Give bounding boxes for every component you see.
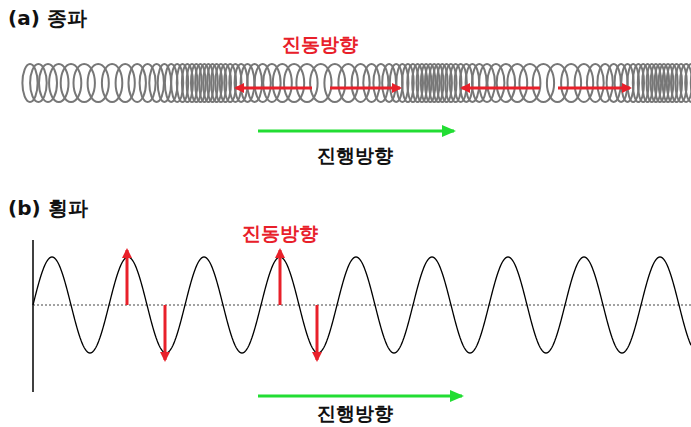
coil-loop [273, 64, 292, 102]
coil-loop [575, 64, 594, 102]
coil-loop [352, 64, 370, 102]
panel-label: (b) 횡파 [8, 196, 88, 220]
spring-coil [22, 64, 691, 102]
coil-loop [149, 64, 164, 102]
panel-label: (a) 종파 [8, 6, 87, 30]
coil-loop [61, 64, 82, 102]
oscillation-label: 진동방향 [242, 222, 318, 245]
coil-loop [49, 64, 68, 102]
oscillation-arrows [127, 250, 317, 360]
coil-loop [373, 64, 388, 102]
coil-loop [129, 64, 146, 102]
coil-loop [587, 64, 604, 102]
propagation-label: 진행방향 [317, 144, 393, 167]
oscillation-arrows [236, 87, 630, 90]
propagation-arrow [258, 395, 462, 398]
coil-loop [497, 64, 515, 102]
oscillation-label: 진동방향 [282, 33, 358, 56]
coil-loop [507, 64, 527, 102]
equilibrium-line [33, 305, 691, 306]
axis-line [32, 240, 34, 392]
propagation-arrow [258, 130, 454, 133]
coil-loop [296, 64, 317, 102]
coil-loop [363, 64, 379, 102]
coil-loop [39, 64, 57, 102]
coil-loop [519, 64, 540, 102]
propagation-label: 진행방향 [317, 402, 393, 425]
coil-loop [284, 64, 304, 102]
sine-wave [33, 257, 691, 353]
coil-loop [597, 64, 612, 102]
coil-loop [140, 64, 156, 102]
